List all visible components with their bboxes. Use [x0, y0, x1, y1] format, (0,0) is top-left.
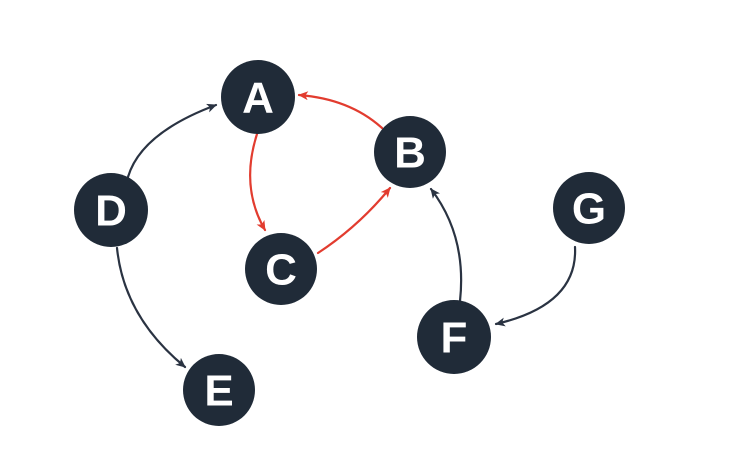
node-B[interactable]: B: [374, 116, 446, 188]
edge-B-to-A: [297, 91, 384, 130]
edge-D-to-A: [126, 103, 218, 179]
node-D-circle[interactable]: [74, 173, 148, 247]
node-A[interactable]: A: [221, 60, 295, 134]
node-G[interactable]: G: [553, 172, 625, 244]
edge-C-to-B: [316, 186, 392, 255]
edge-A-to-C: [249, 132, 267, 232]
node-F-circle[interactable]: [417, 300, 491, 374]
edge-D-to-E: [115, 246, 187, 369]
node-E[interactable]: E: [183, 354, 255, 426]
node-A-circle[interactable]: [221, 60, 295, 134]
node-C-circle[interactable]: [245, 233, 317, 305]
node-E-circle[interactable]: [183, 354, 255, 426]
node-C[interactable]: C: [245, 233, 317, 305]
node-F[interactable]: F: [417, 300, 491, 374]
node-B-circle[interactable]: [374, 116, 446, 188]
node-D[interactable]: D: [74, 173, 148, 247]
edge-F-to-B: [429, 187, 463, 303]
node-G-circle[interactable]: [553, 172, 625, 244]
edge-G-to-F: [494, 245, 577, 327]
